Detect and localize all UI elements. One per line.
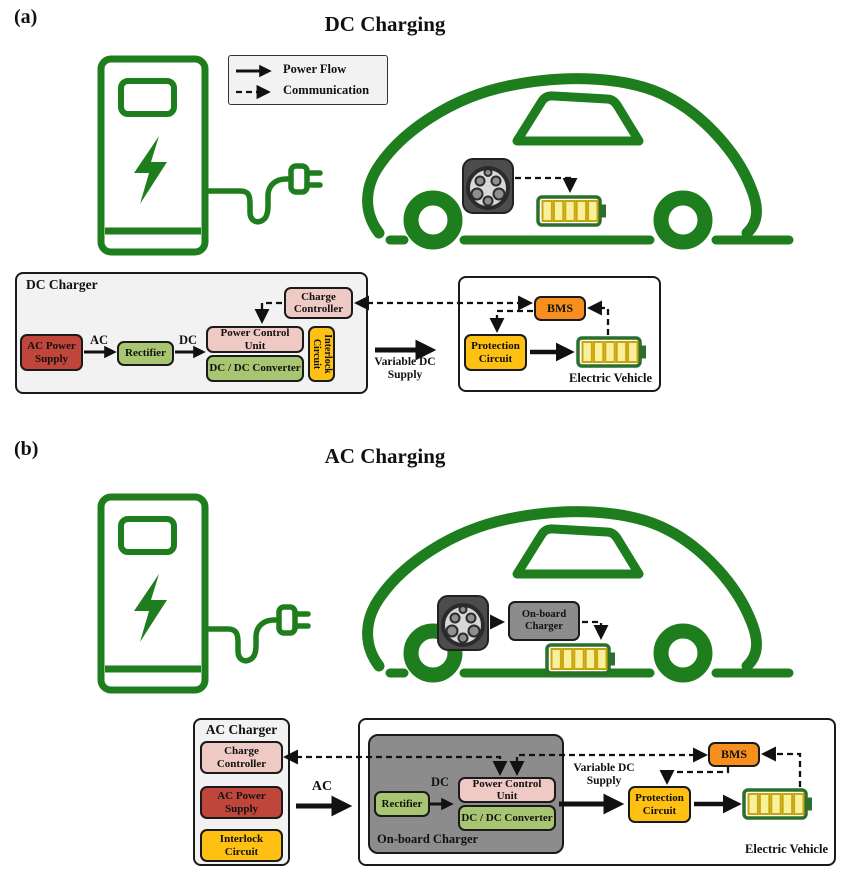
block-power-control-unit-b: Power Control Unit (458, 777, 556, 803)
electric-vehicle-title-b: Electric Vehicle (745, 842, 828, 856)
block-bms-b: BMS (708, 742, 760, 767)
block-rectifier-a: Rectifier (117, 341, 174, 366)
charging-port-icon-b (436, 594, 490, 652)
dc-charger-panel-title: DC Charger (26, 277, 98, 292)
block-ac-power-supply-b: AC Power Supply (200, 786, 283, 819)
ac-flow-label-b: AC (311, 779, 333, 794)
block-ac-power-supply-a: AC Power Supply (20, 334, 83, 371)
section-a-tag: (a) (14, 6, 38, 28)
variable-dc-supply-label-a: Variable DC Supply (374, 356, 436, 382)
block-charge-controller-a: Charge Controller (284, 287, 353, 319)
charging-port-icon-a (461, 157, 515, 215)
car-icon-a (368, 79, 789, 242)
block-protection-circuit-a: Protection Circuit (464, 334, 527, 371)
electric-vehicle-title-a: Electric Vehicle (569, 371, 652, 385)
car-icon-b (368, 512, 789, 675)
section-b-tag: (b) (14, 438, 39, 460)
block-interlock-circuit-b: Interlock Circuit (200, 829, 283, 862)
car-onboard-charger-box-b: On-board Charger (508, 601, 580, 641)
section-a-title: DC Charging (324, 12, 446, 36)
charging-cable-plug-a (202, 163, 323, 225)
onboard-charger-title-b: On-board Charger (377, 832, 479, 846)
ac-flow-label-a: AC (89, 333, 109, 347)
ac-charger-panel-title: AC Charger (205, 722, 278, 737)
charging-station-icon-a (101, 59, 205, 252)
block-charge-controller-b: Charge Controller (200, 741, 283, 774)
dc-flow-label-b: DC (430, 775, 450, 789)
block-power-control-unit-a: Power Control Unit (206, 326, 304, 353)
block-dc-dc-converter-a: DC / DC Converter (206, 355, 304, 382)
section-b-title: AC Charging (324, 444, 446, 468)
block-protection-circuit-b: Protection Circuit (628, 786, 691, 823)
charging-station-icon-b (101, 497, 205, 690)
block-dc-dc-converter-b: DC / DC Converter (458, 805, 556, 831)
legend-power-flow-label: Power Flow (283, 62, 347, 76)
block-bms-a: BMS (534, 296, 586, 321)
legend-communication-label: Communication (283, 83, 370, 97)
block-interlock-circuit-a: Interlock Circuit (308, 326, 335, 382)
variable-dc-supply-label-b: Variable DC Supply (573, 762, 635, 788)
interlock-circuit-label-a: Interlock Circuit (310, 334, 333, 374)
battery-icon-car-a (536, 195, 608, 227)
block-rectifier-b: Rectifier (374, 791, 430, 817)
battery-icon-car-b (545, 643, 617, 675)
charging-cable-plug-b (202, 604, 311, 664)
dc-flow-label-a: DC (178, 333, 198, 347)
